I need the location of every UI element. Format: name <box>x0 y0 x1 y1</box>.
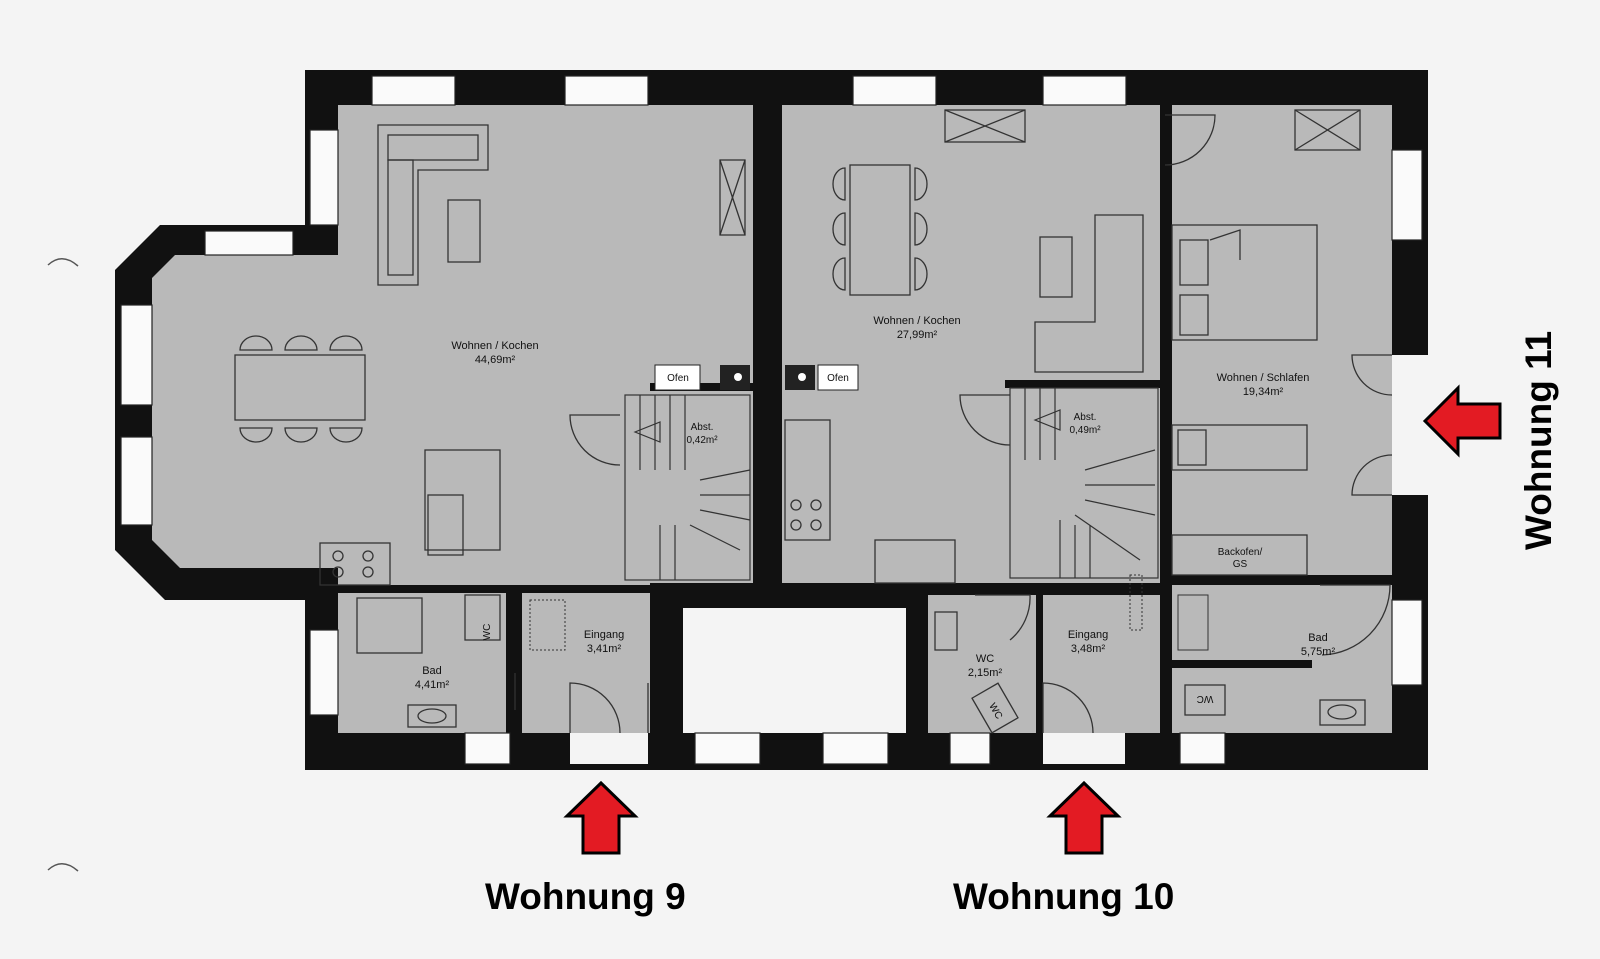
windows <box>120 75 1423 765</box>
w9-bath-area: 4,41m² <box>415 679 450 691</box>
w9-entry-area: 3,41m² <box>587 643 622 655</box>
w9-entrance-arrow <box>563 780 639 855</box>
w11-wc-fixture-label: WC <box>1197 693 1214 704</box>
w11-living-name: Wohnen / Schlafen <box>1217 372 1310 384</box>
w10-abst-area: 0,49m² <box>1069 425 1101 436</box>
doors <box>514 114 1428 764</box>
w9-abst-name: Abst. <box>691 422 714 433</box>
w10-ofen-label: Ofen <box>827 373 849 384</box>
w11-oven-label-2: GS <box>1233 559 1248 570</box>
entrance-arrows <box>563 384 1502 855</box>
w11-oven-label-1: Backofen/ <box>1218 547 1263 558</box>
w10-entry-area: 3,48m² <box>1071 643 1106 655</box>
w11-unit-label: Wohnung 11 <box>1518 331 1559 550</box>
w9-entry-name: Eingang <box>584 629 624 641</box>
w11-bath-area: 5,75m² <box>1301 646 1336 658</box>
punch-hole-bottom <box>47 863 79 872</box>
w10-unit-label: Wohnung 10 <box>953 876 1174 917</box>
room-labels: Wohnen / Kochen 44,69m² Ofen Abst. 0,42m… <box>415 315 1336 721</box>
w9-wc-fixture-label: WC <box>482 624 493 641</box>
furniture <box>234 109 1366 734</box>
w11-bath-name: Bad <box>1308 632 1328 644</box>
w9-living-area: 44,69m² <box>475 354 516 366</box>
w10-entrance-arrow <box>1046 780 1122 855</box>
w10-entry-name: Eingang <box>1068 629 1108 641</box>
w10-wc-area: 2,15m² <box>968 667 1003 679</box>
w11-entrance-arrow <box>1422 384 1502 458</box>
w9-bath-name: Bad <box>422 665 442 677</box>
w10-abst-name: Abst. <box>1074 412 1097 423</box>
unit-labels: Wohnung 9 Wohnung 10 Wohnung 11 <box>485 331 1559 917</box>
w11-living-area: 19,34m² <box>1243 386 1284 398</box>
w10-living-name: Wohnen / Kochen <box>873 315 960 327</box>
w10-living-area: 27,99m² <box>897 329 938 341</box>
punch-hole-top <box>47 258 79 267</box>
w9-ofen-label: Ofen <box>667 373 689 384</box>
w9-abst-area: 0,42m² <box>686 435 718 446</box>
w9-living-name: Wohnen / Kochen <box>451 340 538 352</box>
w10-wc-name: WC <box>976 653 994 665</box>
interior-walls <box>160 105 1392 733</box>
w9-unit-label: Wohnung 9 <box>485 876 686 917</box>
